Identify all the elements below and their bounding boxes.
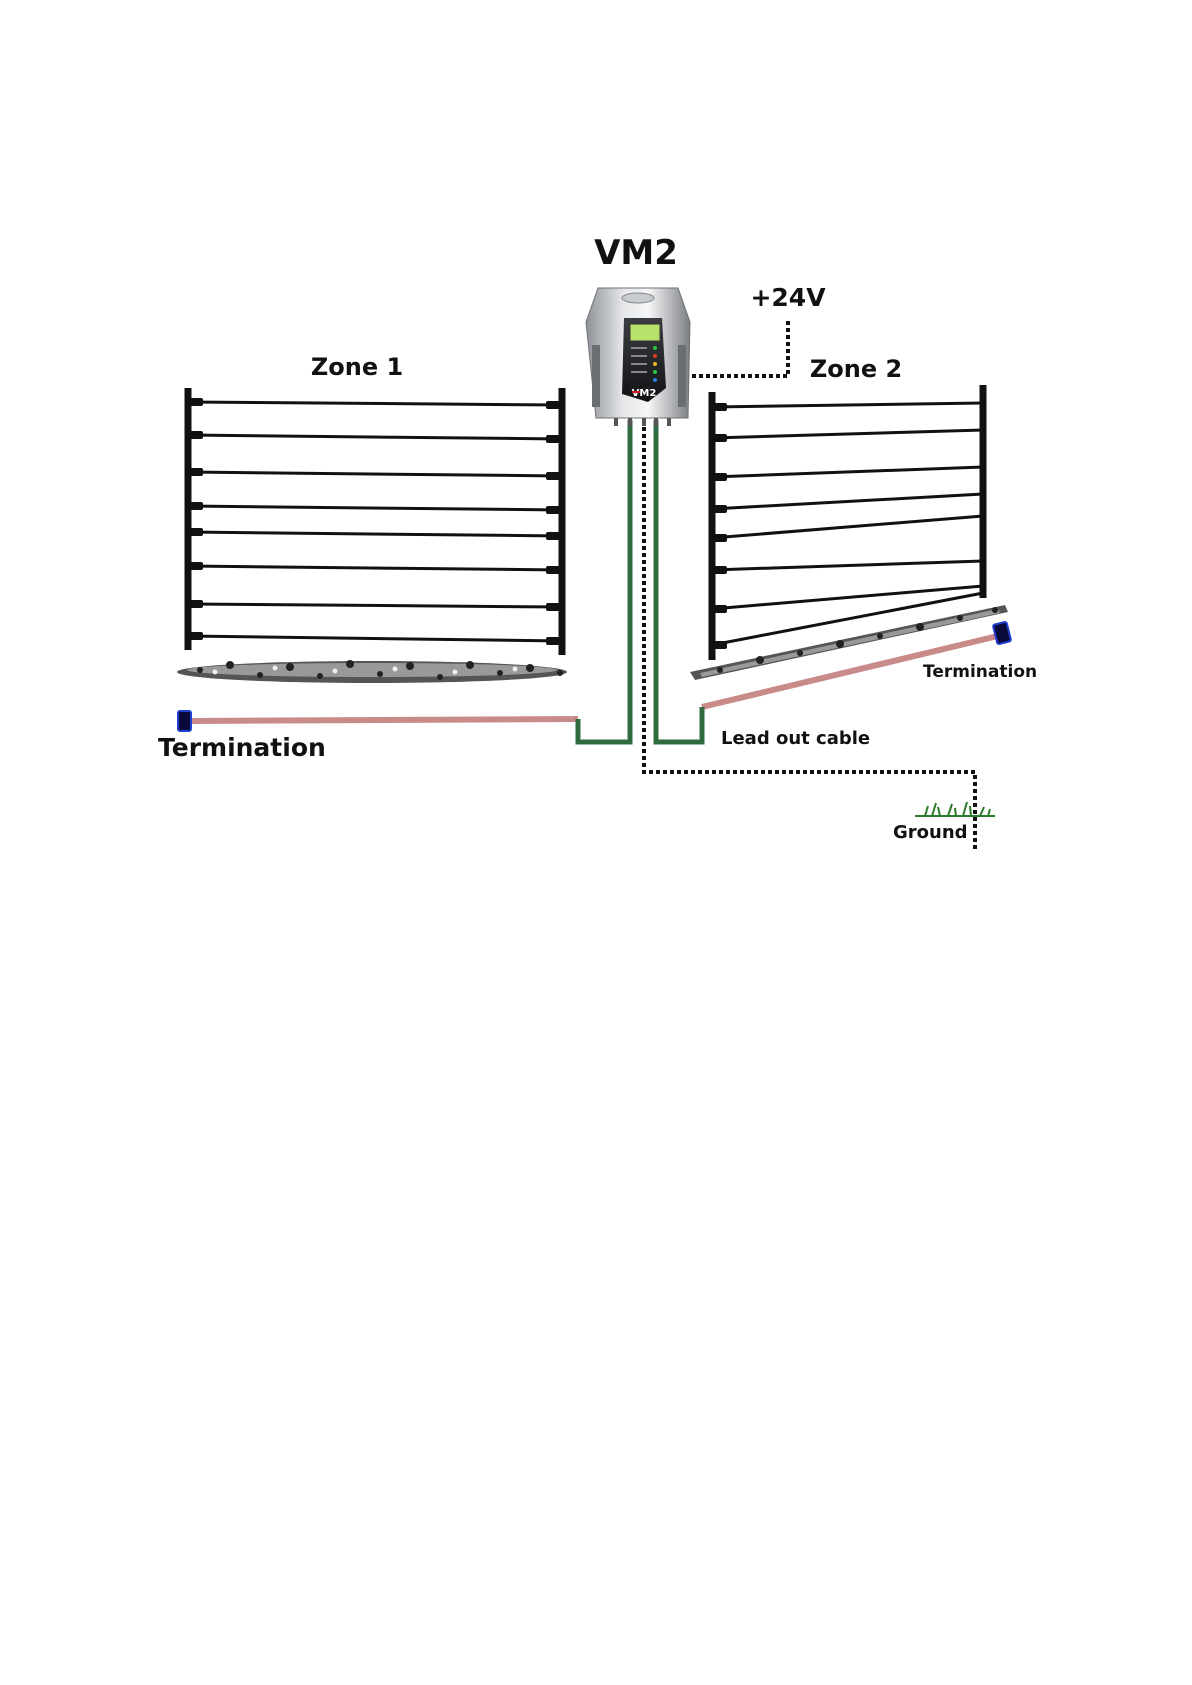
device-vents (678, 345, 686, 407)
zone1-fence (188, 388, 562, 655)
ground-label: Ground (893, 822, 968, 843)
device-top-cap (622, 293, 654, 303)
fence-wires (712, 403, 983, 645)
diagram-title: VM2 (594, 233, 678, 273)
gravel-strip (177, 660, 567, 683)
power-label: +24V (750, 283, 826, 312)
grass-icon (915, 802, 995, 816)
vm2-controller: VM2 (586, 288, 690, 426)
zone2-label: Zone 2 (810, 355, 902, 383)
device-lcd-display (630, 324, 660, 341)
cable-glands (614, 418, 671, 426)
zone1-termination (178, 711, 191, 731)
zone1-label: Zone 1 (311, 353, 403, 381)
termination-left-label: Termination (158, 733, 326, 762)
termination-right-label: Termination (923, 662, 1037, 682)
power-supply-wire (685, 318, 788, 376)
device-vents (592, 345, 600, 407)
zone2-lead-out-cable (656, 420, 702, 742)
zone1-lead-out-cable (578, 420, 630, 742)
zone2-termination (993, 622, 1011, 645)
ground-wire (644, 420, 975, 852)
device-logo: VM2 (632, 388, 657, 399)
lead-out-cable-label: Lead out cable (721, 728, 870, 749)
zone1-sense-cable (190, 719, 578, 721)
fence-wires (188, 402, 562, 641)
